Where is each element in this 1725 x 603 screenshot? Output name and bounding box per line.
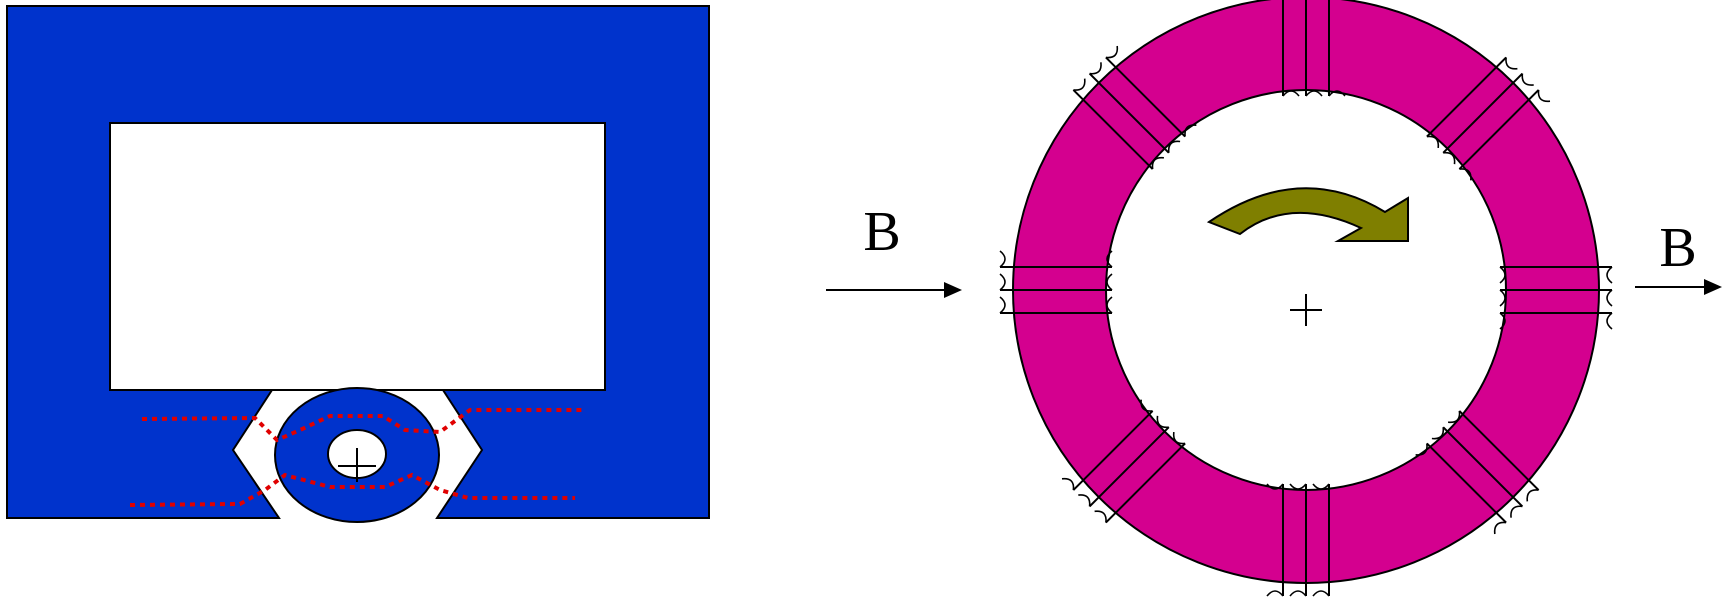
winding-loop: [1431, 427, 1445, 440]
winding-loop: [1606, 266, 1613, 284]
winding-loop: [1172, 432, 1186, 445]
winding-loop: [1106, 273, 1113, 291]
field-arrowhead-left: [944, 282, 962, 298]
winding-loop: [1156, 415, 1169, 429]
winding-loop: [1312, 483, 1330, 490]
winding-loop: [1073, 78, 1086, 91]
winding-loop: [1140, 399, 1153, 412]
winding-loop: [1305, 90, 1323, 97]
flux-line-lower: [129, 472, 575, 507]
winding-wire: [1442, 72, 1524, 154]
rotation-arrow: [1206, 187, 1409, 242]
winding-loop: [1499, 266, 1506, 284]
winding-loop: [1094, 510, 1107, 523]
winding-wire: [1426, 56, 1507, 138]
winding-wire: [1105, 442, 1186, 524]
winding-loop: [1282, 90, 1300, 97]
winding-loop: [1184, 124, 1197, 137]
winding-loop: [1266, 590, 1284, 597]
winding-loop: [1499, 289, 1506, 307]
winding-loop: [999, 273, 1006, 291]
winding-wire: [1088, 426, 1170, 508]
winding-loop: [1493, 521, 1507, 535]
winding-loop: [1448, 410, 1461, 424]
field-label-right: B: [1659, 217, 1696, 279]
winding-loop: [1510, 505, 1523, 518]
winding-loop: [1106, 250, 1113, 268]
winding-wire: [1458, 89, 1540, 170]
winding-loop: [999, 250, 1006, 268]
winding-loop: [1415, 443, 1428, 456]
winding-loop: [1505, 57, 1518, 70]
winding-wire: [1442, 426, 1524, 508]
winding-wire: [1105, 56, 1186, 138]
winding-loop: [1521, 73, 1534, 86]
winding-loop: [1151, 156, 1164, 170]
winding-wire: [1072, 410, 1154, 491]
winding-loop: [1289, 483, 1307, 490]
toroid-windings: [999, 0, 1613, 597]
winding-wire: [1088, 72, 1170, 154]
winding-loop: [1606, 312, 1613, 330]
winding-loop: [999, 296, 1006, 314]
winding-loop: [1089, 62, 1102, 75]
field-arrowhead-right: [1704, 279, 1722, 295]
winding-loop: [1078, 494, 1091, 507]
winding-wire: [1426, 442, 1507, 524]
yoke-window: [109, 122, 606, 391]
winding-loop: [1537, 89, 1551, 103]
field-indicator-right: B: [1635, 217, 1722, 295]
rotor-center-mark: [338, 448, 376, 482]
toroid-assembly: +: [999, 0, 1613, 597]
yoke-assembly: +: [6, 5, 710, 523]
winding-loop: [1266, 483, 1284, 490]
winding-loop: [1106, 296, 1113, 314]
flux-lines: [129, 408, 585, 507]
winding-loop: [1443, 151, 1456, 165]
winding-loop: [1426, 135, 1440, 148]
winding-wire: [1072, 89, 1154, 170]
winding-loop: [1105, 45, 1119, 59]
winding-loop: [1526, 489, 1539, 502]
winding-loop: [1289, 590, 1307, 597]
winding-loop: [1328, 90, 1346, 97]
winding-loop: [1167, 140, 1181, 153]
winding-loop: [1499, 312, 1506, 330]
toroid-center-mark: [1290, 294, 1322, 326]
field-indicator-left: B: [826, 201, 962, 298]
winding-loop: [1459, 168, 1472, 181]
winding-wire: [1458, 410, 1540, 491]
winding-loop: [1312, 590, 1330, 597]
winding-loop: [1606, 289, 1613, 307]
field-label-left: B: [863, 201, 900, 263]
winding-loop: [1061, 477, 1075, 491]
